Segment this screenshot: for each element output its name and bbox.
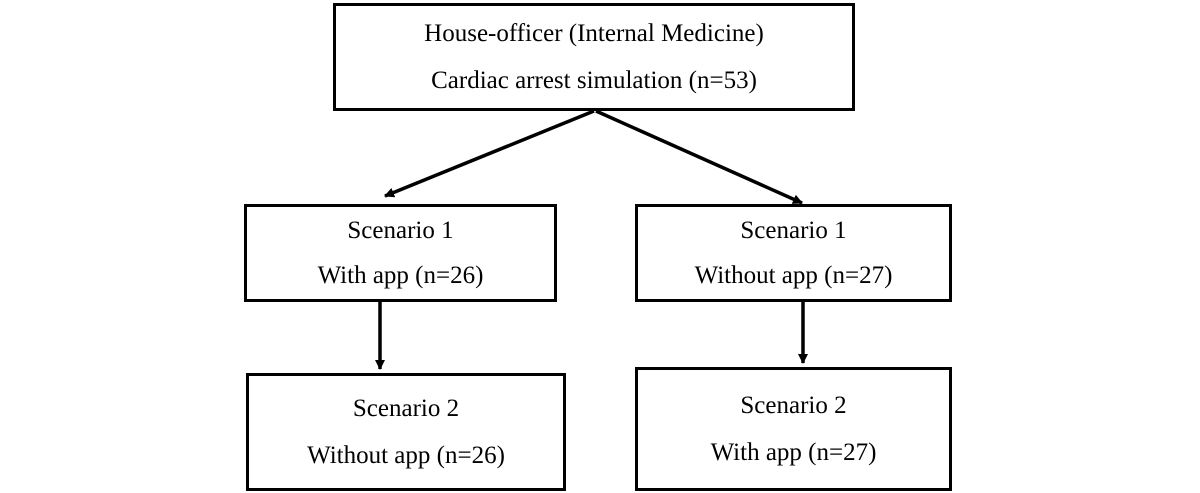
right-scenario1-title: Scenario 1 xyxy=(740,217,847,244)
top-box-house-officer: House-officer (Internal Medicine) Cardia… xyxy=(333,3,855,111)
arrow-top-to-left-scenario1 xyxy=(384,109,595,198)
left-scenario2-title: Scenario 2 xyxy=(352,395,460,422)
left-scenario2-detail: Without app (n=26) xyxy=(307,442,505,469)
left-scenario1-detail: With app (n=26) xyxy=(317,262,484,289)
left-scenario2-box: Scenario 2 Without app (n=26) xyxy=(246,373,566,491)
right-scenario2-title: Scenario 2 xyxy=(740,392,847,419)
right-scenario2-box: Scenario 2 With app (n=27) xyxy=(635,367,952,491)
right-scenario1-box: Scenario 1 Without app (n=27) xyxy=(635,204,952,302)
left-scenario1-box: Scenario 1 With app (n=26) xyxy=(244,204,557,302)
top-box-title: House-officer (Internal Medicine) xyxy=(424,20,764,47)
right-scenario2-detail: With app (n=27) xyxy=(710,439,877,466)
top-box-subtitle: Cardiac arrest simulation (n=53) xyxy=(431,67,757,94)
arrow-top-to-right-scenario1 xyxy=(595,109,803,205)
left-scenario1-title: Scenario 1 xyxy=(347,217,454,244)
right-scenario1-detail: Without app (n=27) xyxy=(694,262,893,289)
